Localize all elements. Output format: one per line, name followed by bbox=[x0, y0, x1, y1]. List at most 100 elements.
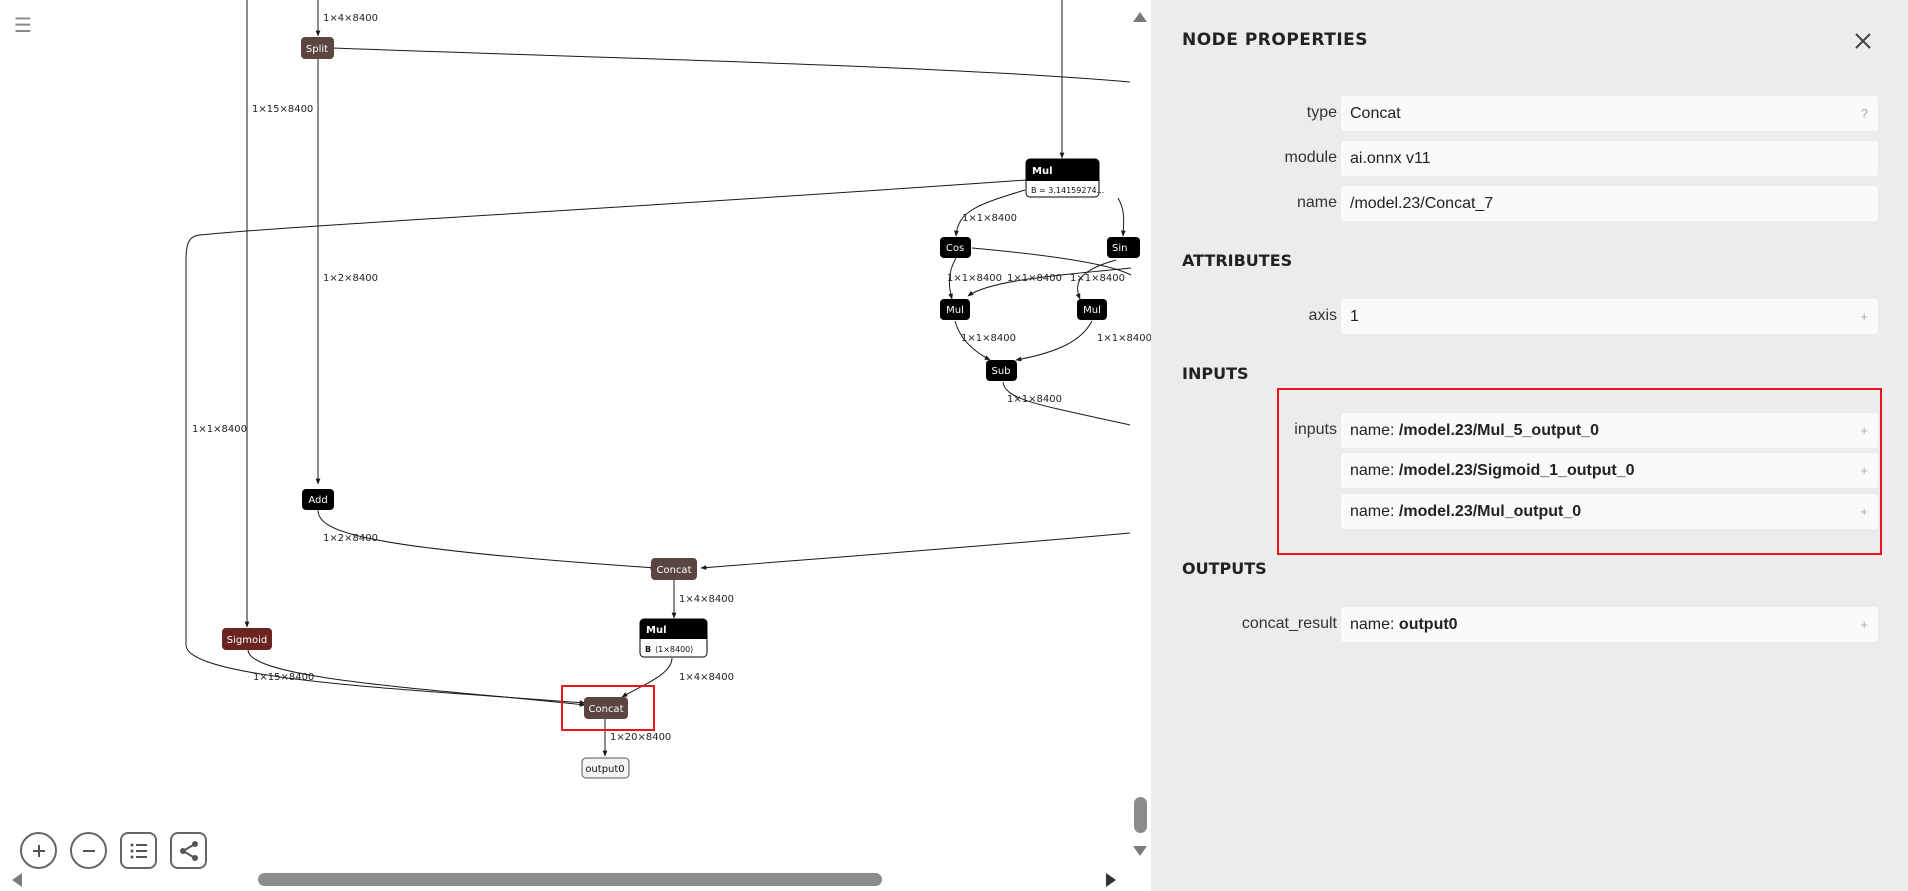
edge-split-right bbox=[331, 47, 1131, 83]
type-value: Concat bbox=[1350, 105, 1401, 122]
node-sub[interactable]: Sub bbox=[986, 360, 1017, 381]
edge-label: 1×15×8400 bbox=[252, 104, 313, 115]
node-cos[interactable]: Cos bbox=[940, 237, 971, 258]
edge-label: 1×1×8400 bbox=[1007, 273, 1062, 284]
edge-sub-out bbox=[1002, 381, 1131, 426]
expand-icon[interactable]: + bbox=[1860, 309, 1868, 324]
help-icon[interactable]: ? bbox=[1860, 106, 1868, 121]
input-label: inputs bbox=[1294, 421, 1337, 438]
node-label: output0 bbox=[585, 764, 624, 775]
node-label: Concat bbox=[589, 704, 624, 715]
node-label: Mul bbox=[1032, 166, 1053, 177]
input-name: /model.23/Mul_5_output_0 bbox=[1398, 422, 1599, 439]
expand-icon[interactable]: + bbox=[1860, 463, 1868, 478]
module-value-field[interactable]: ai.onnx v11 bbox=[1341, 141, 1878, 176]
node-concat-final[interactable]: Concat bbox=[584, 697, 628, 719]
edge-label: 1×15×8400 bbox=[253, 672, 314, 683]
node-attr-key: B bbox=[645, 645, 651, 654]
node-attr: B = 3.14159274... bbox=[1031, 186, 1104, 195]
property-label: name bbox=[1296, 194, 1337, 211]
graph-svg[interactable]: 1×4×8400 1×15×8400 1×2×8400 1×1×8400 1×1… bbox=[0, 0, 1151, 891]
edge-label: 1×1×8400 bbox=[1070, 273, 1125, 284]
edge-mul-sub-left bbox=[954, 320, 991, 361]
edge-mul-sub-right bbox=[1015, 320, 1093, 362]
hamburger-menu-icon[interactable]: ☰ bbox=[14, 13, 32, 37]
output-name: output0 bbox=[1398, 616, 1458, 633]
node-mul-top[interactable]: Mul B = 3.14159274... bbox=[1025, 158, 1104, 198]
edge-label: 1×1×8400 bbox=[192, 424, 247, 435]
output-item[interactable]: name: output0 + bbox=[1341, 607, 1878, 642]
graph-canvas[interactable]: 1×4×8400 1×15×8400 1×2×8400 1×1×8400 1×1… bbox=[0, 0, 1151, 891]
node-label: Cos bbox=[946, 243, 964, 254]
node-label: Mul bbox=[946, 305, 964, 316]
node-mul-mid[interactable]: Mul B ⟨1×8400⟩ bbox=[639, 618, 708, 658]
edge-mul-concat-final bbox=[185, 179, 1027, 705]
edge-mul-sin bbox=[1117, 197, 1126, 237]
edge-label: 1×1×8400 bbox=[962, 213, 1017, 224]
input-name: /model.23/Mul_output_0 bbox=[1398, 503, 1582, 520]
vertical-scrollbar-thumb[interactable] bbox=[1134, 797, 1147, 833]
expand-icon[interactable]: + bbox=[1860, 423, 1868, 438]
expand-icon[interactable]: + bbox=[1860, 617, 1868, 632]
node-label: Sub bbox=[991, 366, 1010, 377]
attribute-label: axis bbox=[1308, 307, 1337, 324]
node-label: Concat bbox=[657, 565, 692, 576]
edge-cos-cross bbox=[971, 247, 1132, 276]
edge-label: 1×1×8400 bbox=[947, 273, 1002, 284]
node-label: Sin bbox=[1112, 243, 1127, 254]
name-prefix: name: bbox=[1350, 616, 1395, 633]
inputs-highlight bbox=[1277, 388, 1882, 555]
graph-edges bbox=[185, 0, 1132, 757]
share-icon[interactable] bbox=[170, 832, 207, 869]
node-split[interactable]: Split bbox=[301, 37, 334, 59]
close-icon[interactable] bbox=[1852, 30, 1874, 52]
axis-value-field[interactable]: 1 + bbox=[1341, 299, 1878, 334]
node-mul-right[interactable]: Mul bbox=[1077, 299, 1107, 320]
edge-label: 1×20×8400 bbox=[610, 732, 671, 743]
name-prefix: name: bbox=[1350, 422, 1395, 439]
name-value-field[interactable]: /model.23/Concat_7 bbox=[1341, 186, 1878, 221]
scroll-down-arrow-icon[interactable] bbox=[1133, 846, 1147, 856]
edge-mul-concat bbox=[621, 657, 673, 698]
list-icon[interactable] bbox=[120, 832, 157, 869]
input-item[interactable]: name: /model.23/Mul_5_output_0 + bbox=[1341, 413, 1878, 448]
edge-label: 1×1×8400 bbox=[961, 333, 1016, 344]
input-item[interactable]: name: /model.23/Mul_output_0 + bbox=[1341, 494, 1878, 529]
node-sin[interactable]: Sin bbox=[1107, 237, 1140, 258]
scroll-left-arrow-icon[interactable] bbox=[12, 873, 22, 887]
graph-toolbar bbox=[20, 832, 207, 869]
zoom-in-icon[interactable] bbox=[20, 832, 57, 869]
inputs-heading: INPUTS bbox=[1182, 364, 1249, 383]
selected-node-highlight bbox=[561, 685, 655, 731]
node-properties-panel: NODE PROPERTIES type Concat ? module ai.… bbox=[1151, 0, 1908, 891]
node-attr-value: ⟨1×8400⟩ bbox=[655, 645, 693, 654]
type-value-field[interactable]: Concat ? bbox=[1341, 96, 1878, 131]
edge-mul-cos bbox=[954, 189, 1026, 237]
expand-icon[interactable]: + bbox=[1860, 504, 1868, 519]
edge-sin-mul-left bbox=[967, 267, 1132, 297]
edge-label: 1×4×8400 bbox=[679, 594, 734, 605]
property-label: module bbox=[1284, 149, 1337, 166]
node-sigmoid[interactable]: Sigmoid bbox=[222, 628, 272, 650]
edge-label: 1×2×8400 bbox=[323, 273, 378, 284]
node-output0[interactable]: output0 bbox=[581, 757, 630, 779]
edge-sin-mul-right bbox=[1075, 259, 1117, 300]
outputs-heading: OUTPUTS bbox=[1182, 559, 1267, 578]
attributes-heading: ATTRIBUTES bbox=[1182, 251, 1293, 270]
output-label: concat_result bbox=[1241, 615, 1337, 632]
scroll-up-arrow-icon[interactable] bbox=[1133, 12, 1147, 22]
name-value: /model.23/Concat_7 bbox=[1350, 195, 1494, 212]
node-add[interactable]: Add bbox=[302, 489, 334, 510]
edge-label: 1×2×8400 bbox=[323, 533, 378, 544]
edge-add-concat bbox=[317, 509, 657, 571]
edge-labels: 1×4×8400 1×15×8400 1×2×8400 1×1×8400 1×1… bbox=[192, 13, 1151, 743]
axis-value: 1 bbox=[1350, 308, 1359, 325]
edge-cos-mul bbox=[948, 257, 957, 300]
scroll-right-arrow-icon[interactable] bbox=[1106, 873, 1116, 887]
horizontal-scrollbar-thumb[interactable] bbox=[258, 873, 882, 886]
input-item[interactable]: name: /model.23/Sigmoid_1_output_0 + bbox=[1341, 453, 1878, 488]
node-concat-mid[interactable]: Concat bbox=[651, 558, 697, 580]
node-mul-left[interactable]: Mul bbox=[940, 299, 970, 320]
node-label: Split bbox=[306, 44, 328, 55]
zoom-out-icon[interactable] bbox=[70, 832, 107, 869]
